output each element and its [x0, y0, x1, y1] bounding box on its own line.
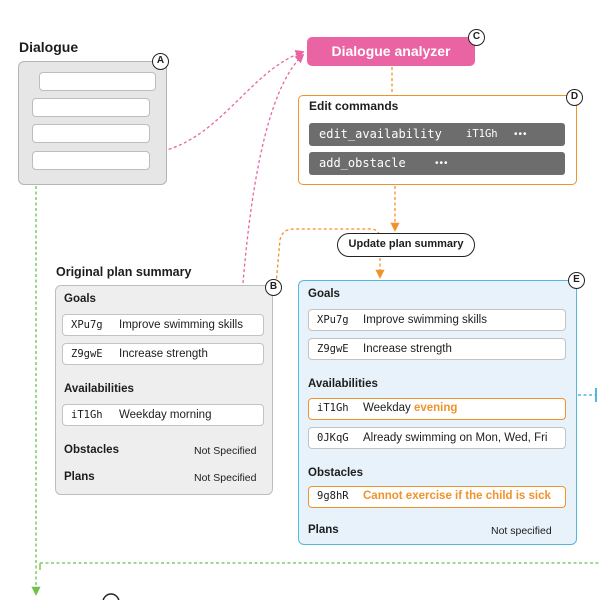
badge-e: E	[568, 272, 585, 289]
command-arg: iT1Gh	[466, 128, 498, 140]
plans-value: Not Specified	[194, 472, 257, 484]
availability-id: iT1Gh	[71, 409, 103, 421]
plans-label: Plans	[308, 524, 339, 536]
edit-commands-panel: Edit commands edit_availability iT1Gh ••…	[298, 95, 577, 185]
badge-c: C	[468, 29, 485, 46]
partial-badge	[102, 593, 120, 600]
goals-label: Goals	[64, 293, 96, 305]
dialogue-to-analyzer-arrow	[157, 50, 305, 153]
dialogue-bubble	[32, 151, 150, 170]
badge-d: D	[566, 89, 583, 106]
original-to-analyzer-arrow	[242, 53, 305, 284]
availability-highlight: evening	[413, 402, 458, 414]
plans-label: Plans	[64, 471, 95, 483]
obstacles-label: Obstacles	[308, 467, 363, 479]
availability-text-base: Weekday	[363, 402, 411, 414]
goal-row: XPu7g Improve swimming skills	[62, 314, 264, 336]
dialogue-bubble	[32, 124, 150, 143]
dialogue-bubble	[32, 98, 150, 117]
availabilities-label: Availabilities	[308, 378, 378, 390]
goal-id: XPu7g	[317, 314, 349, 326]
goal-text: Improve swimming skills	[363, 314, 487, 326]
command-row: edit_availability iT1Gh •••	[309, 123, 565, 146]
dialogue-analyzer-box: Dialogue analyzer	[307, 37, 475, 66]
availability-row: iT1Gh Weekday morning	[62, 404, 264, 426]
goal-text: Increase strength	[119, 348, 208, 360]
availability-id: iT1Gh	[317, 402, 349, 414]
more-icon: •••	[514, 129, 528, 140]
obstacles-label: Obstacles	[64, 444, 119, 456]
goal-text: Improve swimming skills	[119, 319, 243, 331]
edit-commands-title: Edit commands	[309, 99, 399, 113]
availability-row: iT1Gh Weekday evening	[308, 398, 566, 420]
availability-row: 0JKqG Already swimming on Mon, Wed, Fri	[308, 427, 566, 449]
dialogue-title: Dialogue	[19, 39, 79, 55]
updated-plan-panel: Goals XPu7g Improve swimming skills Z9gw…	[298, 280, 577, 545]
badge-a: A	[152, 53, 169, 70]
goal-row: XPu7g Improve swimming skills	[308, 309, 566, 331]
goal-id: Z9gwE	[317, 343, 349, 355]
update-plan-summary-pill: Update plan summary	[337, 233, 475, 257]
availabilities-label: Availabilities	[64, 383, 134, 395]
goal-id: XPu7g	[71, 319, 103, 331]
availability-text: Weekday morning	[119, 409, 212, 421]
availability-id: 0JKqG	[317, 432, 349, 444]
goal-row: Z9gwE Increase strength	[62, 343, 264, 365]
goals-label: Goals	[308, 288, 340, 300]
command-row: add_obstacle •••	[309, 152, 565, 175]
obstacles-value: Not Specified	[194, 445, 257, 457]
original-plan-panel: Goals XPu7g Improve swimming skills Z9gw…	[55, 285, 273, 495]
obstacle-row: 9g8hR Cannot exercise if the child is si…	[308, 486, 566, 508]
goal-row: Z9gwE Increase strength	[308, 338, 566, 360]
command-name: add_obstacle	[319, 156, 406, 170]
obstacle-id: 9g8hR	[317, 490, 349, 502]
original-plan-title: Original plan summary	[56, 265, 192, 279]
plans-value: Not specified	[491, 525, 552, 537]
badge-b: B	[265, 279, 282, 296]
availability-text: Weekday evening	[363, 399, 457, 418]
obstacle-text: Cannot exercise if the child is sick	[363, 490, 551, 502]
command-name: edit_availability	[319, 127, 442, 141]
availability-text: Already swimming on Mon, Wed, Fri	[363, 432, 548, 444]
more-icon: •••	[435, 158, 449, 169]
goal-text: Increase strength	[363, 343, 452, 355]
dialogue-panel	[18, 61, 167, 185]
goal-id: Z9gwE	[71, 348, 103, 360]
dialogue-bubble	[39, 72, 156, 91]
